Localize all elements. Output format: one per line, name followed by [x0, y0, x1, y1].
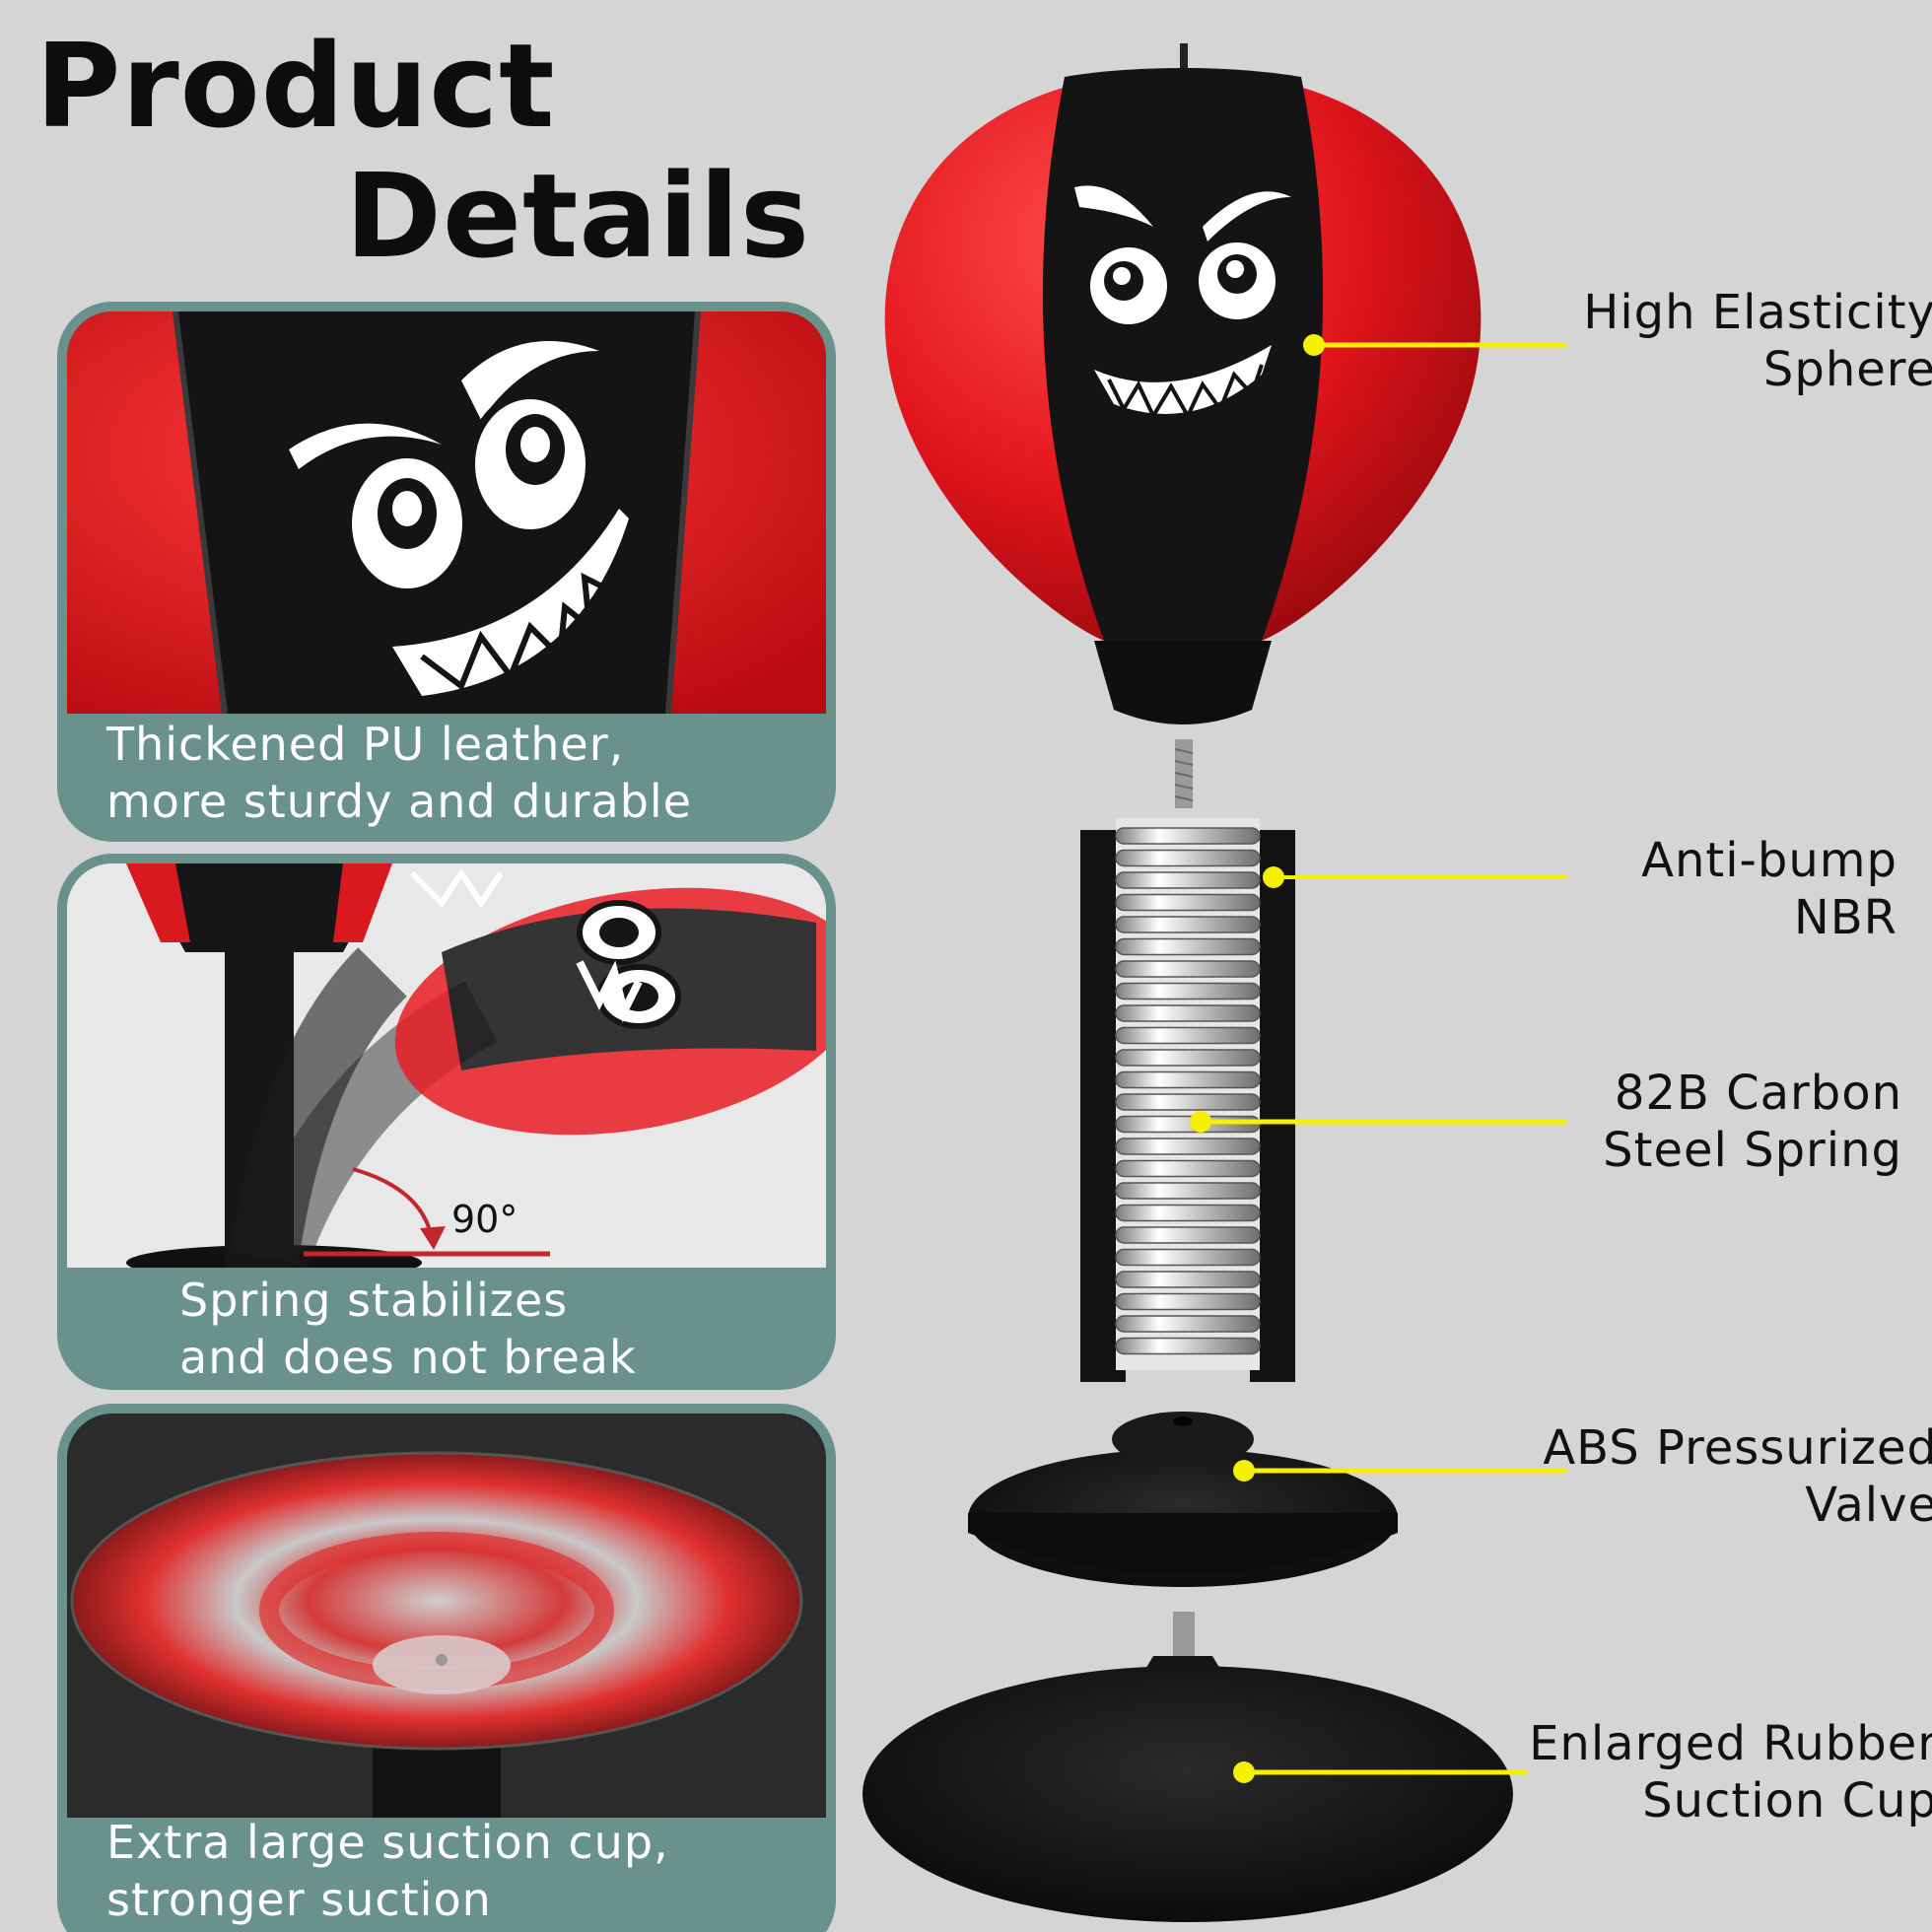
- spring-coil: [1115, 1138, 1261, 1155]
- spring-coil: [1115, 1315, 1261, 1333]
- angle-label: 90°: [451, 1198, 518, 1241]
- spring-coil: [1115, 1049, 1261, 1067]
- spring-coil: [1115, 1093, 1261, 1111]
- callout-line: ABS Pressurized: [1543, 1420, 1932, 1476]
- callout-line: 82B Carbon: [1614, 1066, 1902, 1121]
- spring-coil: [1115, 916, 1261, 933]
- feature-card-leather: Thickened PU leather, more sturdy and du…: [57, 302, 836, 842]
- spring-coil: [1115, 827, 1261, 845]
- spring-coil: [1115, 871, 1261, 889]
- callout-suction-cup: Enlarged Rubber Suction Cup: [1529, 1715, 1932, 1829]
- feature-card-suction: Extra large suction cup, stronger suctio…: [57, 1404, 836, 1932]
- spring-coil: [1115, 1159, 1261, 1178]
- callout-line: High Elasticity: [1583, 285, 1932, 340]
- callout-sphere: High Elasticity Sphere: [1583, 284, 1932, 398]
- callout-spring: 82B Carbon Steel Spring: [1603, 1065, 1902, 1179]
- suction-cup: [862, 1612, 1513, 1922]
- feature-caption-line: and does not break: [179, 1331, 637, 1384]
- spring-coil: [1115, 1248, 1261, 1267]
- spring-coil: [1115, 1204, 1261, 1222]
- callout-nbr: Anti-bump NBR: [1641, 832, 1898, 946]
- spring-coil: [1115, 1070, 1261, 1089]
- page-title-line-1: Product: [35, 18, 556, 154]
- callout-line: Suction Cup: [1642, 1773, 1932, 1828]
- feature-caption-spring: Spring stabilizes and does not break: [179, 1272, 637, 1386]
- spring-bend-image: 90°: [67, 863, 826, 1268]
- spring-coil: [1115, 937, 1261, 956]
- spring-coil: [1115, 982, 1261, 1000]
- spring-coil: [1115, 1026, 1261, 1045]
- spring-coil: [1115, 893, 1261, 912]
- spring-coil: [1115, 1337, 1261, 1355]
- spring-coil: [1115, 960, 1261, 978]
- feature-caption-line: more sturdy and durable: [106, 775, 692, 828]
- feature-card-spring: 90° Spring stabilizes and does not break: [57, 854, 836, 1390]
- feature-caption-line: stronger suction: [106, 1873, 492, 1926]
- leather-closeup-image: [67, 311, 826, 714]
- spring-assembly: [1080, 818, 1295, 1382]
- valve-base: [968, 1412, 1398, 1587]
- callout-line: Steel Spring: [1603, 1123, 1902, 1178]
- callout-line: Enlarged Rubber: [1529, 1716, 1932, 1771]
- spring-coil: [1115, 1292, 1261, 1311]
- product-exploded-view: [858, 30, 1567, 1932]
- suction-cup-image: [67, 1414, 826, 1818]
- spring-coil: [1115, 1182, 1261, 1200]
- spring-coil: [1115, 1004, 1261, 1022]
- feature-caption-leather: Thickened PU leather, more sturdy and du…: [106, 716, 692, 830]
- spring-coil: [1115, 849, 1261, 867]
- callout-valve: ABS Pressurized Valve: [1543, 1419, 1932, 1534]
- feature-caption-line: Thickened PU leather,: [106, 718, 625, 771]
- callout-line: Anti-bump: [1641, 833, 1898, 888]
- callout-line: Valve: [1805, 1478, 1932, 1533]
- spring-coil: [1115, 1226, 1261, 1244]
- feature-caption-suction: Extra large suction cup, stronger suctio…: [106, 1814, 669, 1928]
- feature-caption-line: Extra large suction cup,: [106, 1816, 669, 1869]
- callout-line: Sphere: [1762, 342, 1932, 397]
- callout-line: NBR: [1793, 890, 1898, 945]
- punching-ball: [884, 68, 1482, 724]
- spring-coil: [1115, 1271, 1261, 1288]
- page-title-line-2: Details: [345, 148, 811, 284]
- feature-caption-line: Spring stabilizes: [179, 1274, 569, 1327]
